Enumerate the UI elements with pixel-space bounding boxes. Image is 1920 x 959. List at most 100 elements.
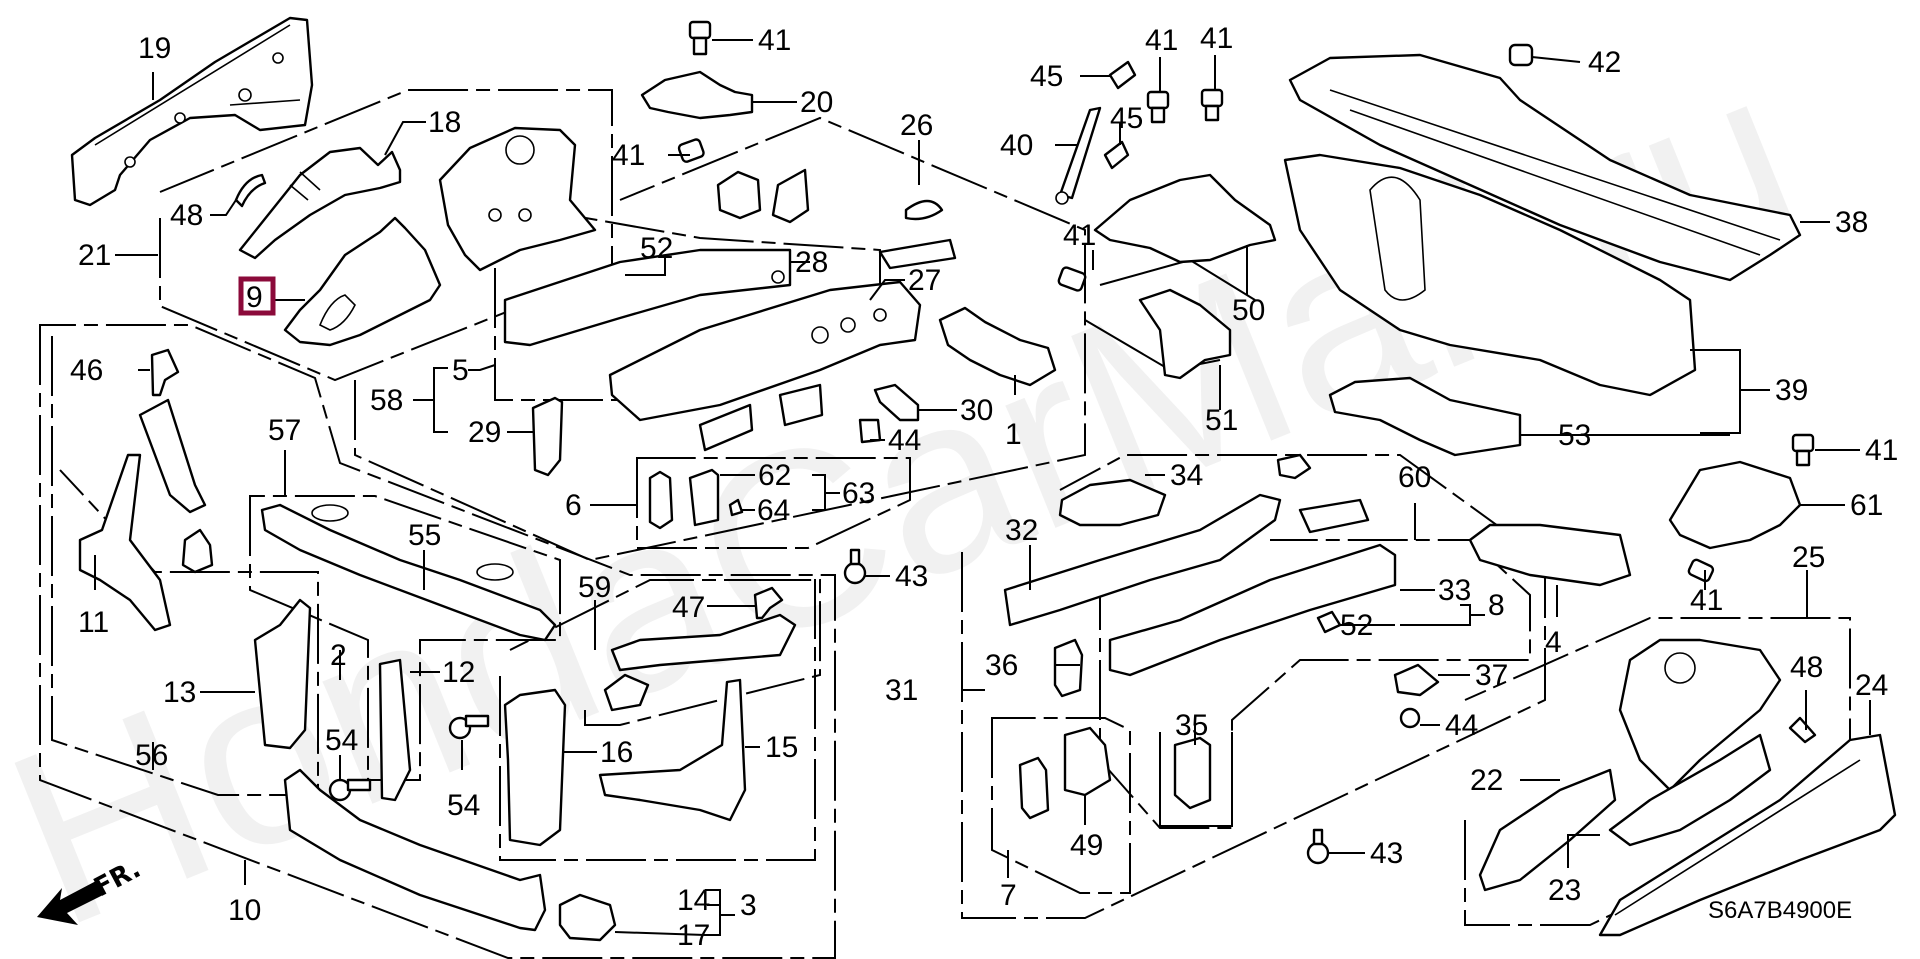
callout-38[interactable]: 38: [1835, 206, 1868, 239]
callout-39[interactable]: 39: [1775, 374, 1808, 407]
callout-45[interactable]: 45: [1110, 102, 1143, 135]
callout-48[interactable]: 48: [170, 199, 203, 232]
callout-62[interactable]: 62: [758, 459, 791, 492]
callout-18[interactable]: 18: [428, 106, 461, 139]
part-32-rail: [1003, 493, 1282, 627]
callout-53[interactable]: 53: [1558, 419, 1591, 452]
part-26-clip: [904, 199, 944, 221]
callout-41[interactable]: 41: [758, 24, 791, 57]
callout-59[interactable]: 59: [578, 571, 611, 604]
part-36-bracket: [1053, 638, 1084, 698]
callout-27[interactable]: 27: [908, 264, 941, 297]
callout-41[interactable]: 41: [1145, 24, 1178, 57]
callout-5[interactable]: 5: [452, 354, 469, 387]
callout-24[interactable]: 24: [1855, 669, 1888, 702]
callout-28[interactable]: 28: [795, 246, 828, 279]
parts: [70, 16, 1897, 942]
callout-45[interactable]: 45: [1030, 60, 1063, 93]
part-49-bracket: [1063, 726, 1112, 797]
part-64-clip: [728, 498, 744, 517]
callout-46[interactable]: 46: [70, 354, 103, 387]
callout-21[interactable]: 21: [78, 239, 111, 272]
callout-9-highlighted[interactable]: 9: [246, 281, 263, 314]
callout-43[interactable]: 43: [1370, 837, 1403, 870]
part-27-sub-a: [698, 403, 754, 452]
callout-48[interactable]: 48: [1790, 651, 1823, 684]
callout-34[interactable]: 34: [1170, 459, 1203, 492]
callout-13[interactable]: 13: [163, 676, 196, 709]
callout-37[interactable]: 37: [1475, 659, 1508, 692]
part-7-plate: [1018, 756, 1050, 820]
callout-10[interactable]: 10: [228, 894, 261, 927]
part-34-clip: [1276, 453, 1312, 480]
callout-64[interactable]: 64: [757, 494, 790, 527]
callout-22[interactable]: 22: [1470, 764, 1503, 797]
group-31-outline: [961, 454, 1546, 919]
callout-11[interactable]: 11: [78, 606, 109, 639]
callout-4[interactable]: 4: [1545, 626, 1562, 659]
part-51-bracket: [1138, 288, 1232, 380]
part-46-brace: [138, 398, 207, 514]
callout-54[interactable]: 54: [447, 789, 480, 822]
callout-3[interactable]: 3: [740, 889, 757, 922]
part-60-rail: [1108, 543, 1397, 677]
callout-41[interactable]: 41: [1865, 434, 1898, 467]
callout-49[interactable]: 49: [1070, 829, 1103, 862]
callout-58[interactable]: 58: [370, 384, 403, 417]
callout-25[interactable]: 25: [1792, 541, 1825, 574]
callout-44[interactable]: 44: [888, 424, 921, 457]
callout-30[interactable]: 30: [960, 394, 993, 427]
nut-44-a: [858, 418, 882, 444]
callout-15[interactable]: 15: [765, 731, 798, 764]
bolt-45-a: [1108, 60, 1137, 90]
callout-54[interactable]: 54: [325, 724, 358, 757]
callout-56[interactable]: 56: [135, 739, 168, 772]
part-62-plate: [688, 468, 720, 527]
part-26-bracket-a: [716, 170, 762, 220]
callout-2[interactable]: 2: [330, 639, 347, 672]
callout-50[interactable]: 50: [1232, 294, 1265, 327]
bolt-41-left: [677, 138, 705, 163]
callout-57[interactable]: 57: [268, 414, 301, 447]
callout-51[interactable]: 51: [1205, 404, 1238, 437]
callout-43[interactable]: 43: [895, 560, 928, 593]
callout-23[interactable]: 23: [1548, 874, 1581, 907]
callout-7[interactable]: 7: [1000, 879, 1017, 912]
part-28-rail: [503, 248, 792, 347]
callout-60[interactable]: 60: [1398, 461, 1431, 494]
callout-8[interactable]: 8: [1488, 589, 1505, 622]
callout-47[interactable]: 47: [672, 591, 705, 624]
callout-20[interactable]: 20: [800, 86, 833, 119]
front-direction-indicator: FR.: [37, 854, 146, 925]
callout-14[interactable]: 14: [677, 884, 710, 917]
callout-6[interactable]: 6: [565, 489, 582, 522]
callout-41[interactable]: 41: [1063, 219, 1096, 252]
callout-52[interactable]: 52: [640, 232, 673, 265]
callout-26[interactable]: 26: [900, 109, 933, 142]
callout-35[interactable]: 35: [1175, 709, 1208, 742]
callout-61[interactable]: 61: [1850, 489, 1883, 522]
callout-36[interactable]: 36: [985, 649, 1018, 682]
callout-16[interactable]: 16: [600, 736, 633, 769]
callout-63[interactable]: 63: [842, 477, 875, 510]
callout-41[interactable]: 41: [1690, 584, 1723, 617]
callout-31[interactable]: 31: [885, 674, 918, 707]
callout-17[interactable]: 17: [677, 919, 710, 952]
callout-29[interactable]: 29: [468, 416, 501, 449]
part-52-clip: [1316, 610, 1342, 634]
callout-41[interactable]: 41: [612, 139, 645, 172]
callout-32[interactable]: 32: [1005, 514, 1038, 547]
callout-55[interactable]: 55: [408, 519, 441, 552]
part-18-wheelhouse-upper: [238, 146, 402, 260]
callout-52[interactable]: 52: [1340, 609, 1373, 642]
callout-12[interactable]: 12: [442, 656, 475, 689]
bolt-41-e: [1057, 266, 1087, 292]
callout-33[interactable]: 33: [1438, 574, 1471, 607]
callout-41[interactable]: 41: [1200, 22, 1233, 55]
callout-1[interactable]: 1: [1005, 418, 1022, 451]
callout-44[interactable]: 44: [1445, 709, 1478, 742]
callout-40[interactable]: 40: [1000, 129, 1033, 162]
part-37-stay: [1393, 663, 1440, 697]
callout-19[interactable]: 19: [138, 32, 171, 65]
callout-42[interactable]: 42: [1588, 46, 1621, 79]
